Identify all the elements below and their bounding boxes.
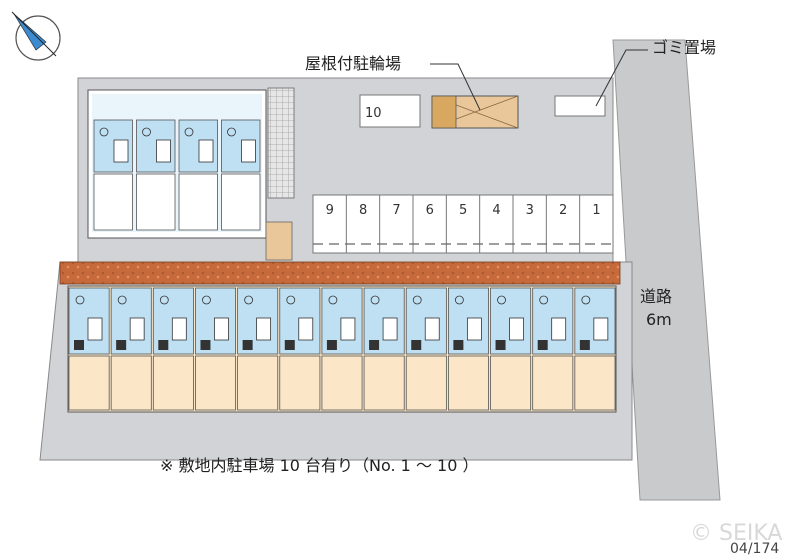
kitchen-icon xyxy=(158,340,169,350)
kitchen-icon xyxy=(369,340,380,350)
lower-unit-room xyxy=(68,355,110,411)
lower-unit-room xyxy=(532,355,574,411)
road-width-label: 6m xyxy=(646,310,672,329)
toilet-icon xyxy=(75,295,85,305)
kitchen-icon xyxy=(326,340,337,350)
toilet-icon xyxy=(370,295,380,305)
parking-space-number: 6 xyxy=(426,203,434,218)
lower-unit-room xyxy=(447,355,489,411)
parking-space-number: 2 xyxy=(559,203,567,218)
kitchen-icon xyxy=(200,340,211,350)
toilet-icon xyxy=(159,295,169,305)
bike-shed-label: 屋根付駐輪場 xyxy=(305,54,401,73)
bath-icon xyxy=(593,317,609,341)
toilet-icon xyxy=(117,295,127,305)
toilet-icon xyxy=(227,127,236,137)
parking-space-number: 4 xyxy=(492,203,500,218)
toilet-icon xyxy=(286,295,296,305)
kitchen-icon xyxy=(116,340,127,350)
upper-unit-room xyxy=(178,173,218,231)
watermark: © SEIKA xyxy=(690,521,782,546)
bath-icon xyxy=(113,139,129,163)
garbage-area-label: ゴミ置場 xyxy=(652,38,716,57)
parking-space-number: 5 xyxy=(459,203,467,218)
lower-unit-room xyxy=(195,355,237,411)
toilet-icon xyxy=(412,295,422,305)
parking-space-number: 9 xyxy=(326,203,334,218)
bath-icon xyxy=(198,139,214,163)
brick-walkway xyxy=(59,261,621,285)
bath-icon xyxy=(466,317,482,341)
stair-grid xyxy=(267,87,295,199)
lower-unit-room xyxy=(237,355,279,411)
toilet-icon xyxy=(497,295,506,305)
bath-icon xyxy=(129,317,145,341)
toilet-icon xyxy=(581,295,591,305)
parking-space-10-number: 10 xyxy=(365,106,382,121)
storage-box xyxy=(265,221,293,261)
kitchen-icon xyxy=(453,340,464,350)
parking-space-number: 1 xyxy=(592,203,600,218)
compass-icon xyxy=(11,11,61,61)
property-code: 04/174 xyxy=(730,541,779,557)
toilet-icon xyxy=(539,295,549,305)
bath-icon xyxy=(298,317,314,341)
bath-icon xyxy=(241,139,256,163)
parking-space-number: 3 xyxy=(526,203,534,218)
kitchen-icon xyxy=(579,340,590,350)
lower-unit-room xyxy=(279,355,321,411)
bath-icon xyxy=(87,317,103,341)
toilet-icon xyxy=(454,295,464,305)
upper-unit-room xyxy=(93,173,133,231)
parking-note: ※ 敷地内駐車場 10 台有り（No. 1 〜 10 ） xyxy=(160,456,478,475)
toilet-icon xyxy=(202,295,211,305)
kitchen-icon xyxy=(74,340,84,350)
bath-icon xyxy=(424,317,440,341)
lower-unit-room xyxy=(574,355,616,411)
bath-icon xyxy=(156,139,171,163)
lower-unit-room xyxy=(110,355,152,411)
lower-unit-room xyxy=(405,355,447,411)
upper-unit-room xyxy=(221,173,261,231)
kitchen-icon xyxy=(495,340,506,350)
upper-building xyxy=(87,87,295,261)
parking-space-number: 8 xyxy=(359,203,367,218)
bath-icon xyxy=(256,317,272,341)
toilet-icon xyxy=(184,127,194,137)
parking-space-number: 7 xyxy=(392,203,400,218)
kitchen-icon xyxy=(537,340,548,350)
bath-icon xyxy=(214,317,229,341)
upper-unit-room xyxy=(136,173,176,231)
bike-shed-leader xyxy=(430,63,481,111)
bike-shed xyxy=(431,95,519,129)
bath-icon xyxy=(382,317,398,341)
lower-unit-room xyxy=(152,355,194,411)
bath-icon xyxy=(551,317,567,341)
kitchen-icon xyxy=(242,340,253,350)
road-label: 道路 xyxy=(640,287,672,306)
toilet-icon xyxy=(328,295,338,305)
bath-icon xyxy=(171,317,187,341)
garbage-area xyxy=(554,95,606,117)
toilet-icon xyxy=(99,127,109,137)
toilet-icon xyxy=(142,127,151,137)
lower-unit-room xyxy=(490,355,532,411)
bath-icon xyxy=(340,317,356,341)
toilet-icon xyxy=(244,295,254,305)
lower-unit-room xyxy=(321,355,363,411)
lower-building xyxy=(67,285,617,413)
parking-space-10: 10 xyxy=(359,94,421,128)
garbage-leader xyxy=(595,49,648,107)
lower-unit-room xyxy=(363,355,405,411)
kitchen-icon xyxy=(411,340,422,350)
parking-row: 9 8 7 6 5 4 3 2 1 xyxy=(312,194,614,254)
kitchen-icon xyxy=(284,340,295,350)
bath-icon xyxy=(509,317,524,341)
